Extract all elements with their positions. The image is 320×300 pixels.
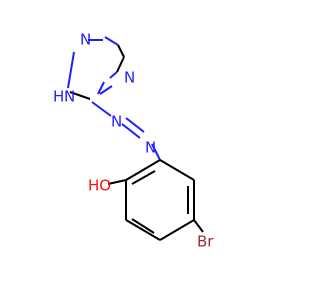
bond-c-top — [117, 44, 125, 58]
bond-nazo2-cring — [151, 143, 161, 161]
bond-c-nright-double — [99, 85, 113, 95]
atom-n-azo-2: N — [145, 139, 156, 157]
bond-ar-1 — [159, 159, 195, 181]
bond-ar-3 — [159, 219, 195, 241]
bond-ar-inner-3 — [131, 170, 156, 185]
atom-nh-ring-h: H — [53, 88, 64, 106]
bond-nright-c3 — [97, 81, 105, 95]
bond-ar-6 — [125, 159, 161, 181]
atom-n-ring-top: N — [80, 31, 91, 49]
azo-linkage — [91, 101, 161, 161]
atom-bromine: Br — [197, 233, 214, 251]
bond-c3-nh — [69, 91, 91, 100]
atom-nh-ring-n: N — [64, 88, 75, 106]
benzene-ring — [125, 159, 195, 241]
bond-azo-2 — [125, 117, 145, 133]
bond-c-oh — [107, 179, 127, 185]
bond-ar-4 — [125, 219, 161, 241]
bond-azo-1 — [121, 123, 141, 139]
bond-c-br — [193, 219, 204, 233]
bond-c3-nazo1 — [91, 101, 112, 117]
bond-c-nright-n — [109, 71, 118, 79]
atom-hydroxyl: HO — [88, 177, 111, 195]
bond-n-top-c — [104, 36, 119, 46]
atom-n-azo-1: N — [111, 113, 122, 131]
molecule-structure-diagram: N N H N N N HO Br — [53, 31, 214, 251]
bond-ar-inner-2 — [131, 218, 155, 234]
bond-c-nright — [116, 56, 125, 73]
bond-nh-ntop — [67, 51, 75, 89]
triazole-ring — [67, 36, 125, 100]
atom-n-ring-right: N — [124, 69, 135, 87]
